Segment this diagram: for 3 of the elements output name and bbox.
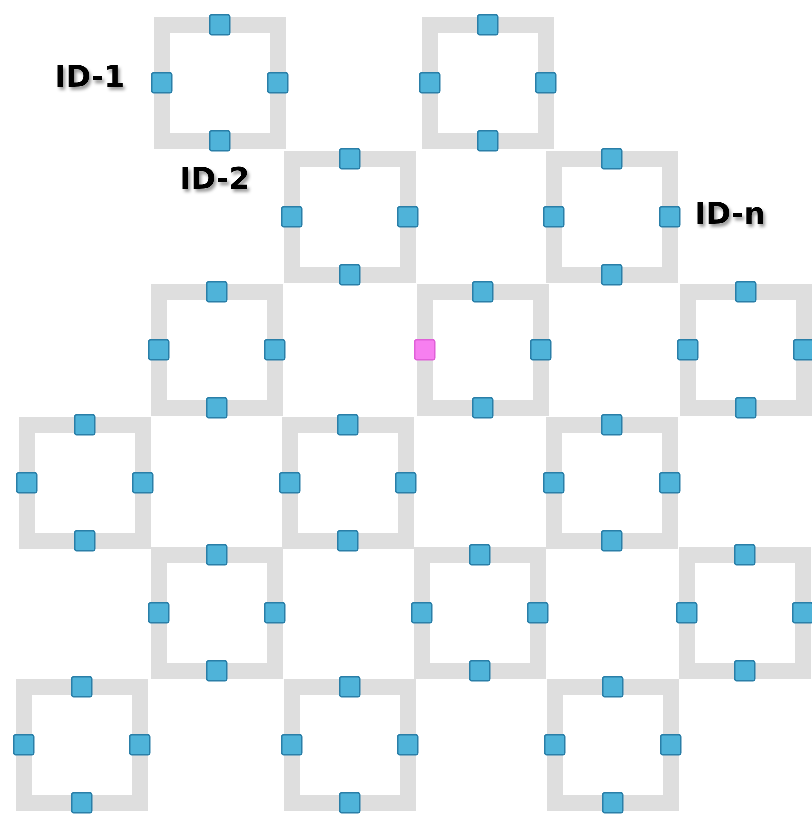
node-id-label: ID-2 [180,162,250,197]
node-id-label: ID-n [695,197,766,232]
node-id-label: ID-1 [55,60,125,95]
